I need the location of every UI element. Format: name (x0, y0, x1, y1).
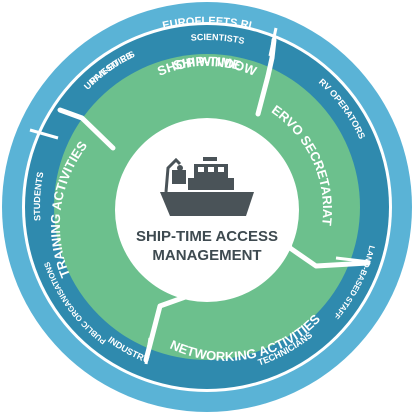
center-title-line2: MANAGEMENT (152, 247, 261, 264)
segment-shop-window-line1: SHIP-TIME (172, 54, 243, 73)
ring-separators (29, 27, 371, 365)
research-vessel-icon (160, 157, 254, 216)
outer-ring-label-eurofleets: EUROFLEETS RI (161, 15, 252, 32)
center-title-line1: SHIP-TIME ACCESS (136, 228, 278, 245)
